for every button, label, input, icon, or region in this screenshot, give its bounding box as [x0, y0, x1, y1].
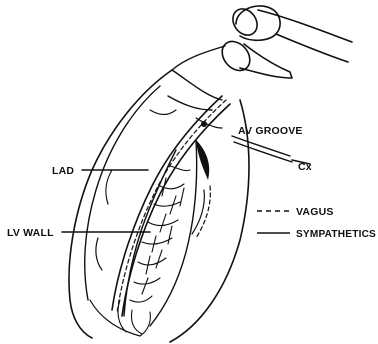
label-av-groove: AV GROOVE [238, 125, 303, 137]
label-cx: Cx [298, 161, 312, 173]
great-vessels [172, 4, 352, 78]
label-lv-wall: LV WALL [7, 227, 54, 239]
legend-sympathetics-label: SYMPATHETICS [296, 228, 376, 240]
legend-vagus-label: VAGUS [296, 206, 334, 218]
legend: VAGUS SYMPATHETICS [257, 206, 376, 240]
lad-vessel [112, 96, 230, 316]
label-lad: LAD [52, 165, 74, 177]
